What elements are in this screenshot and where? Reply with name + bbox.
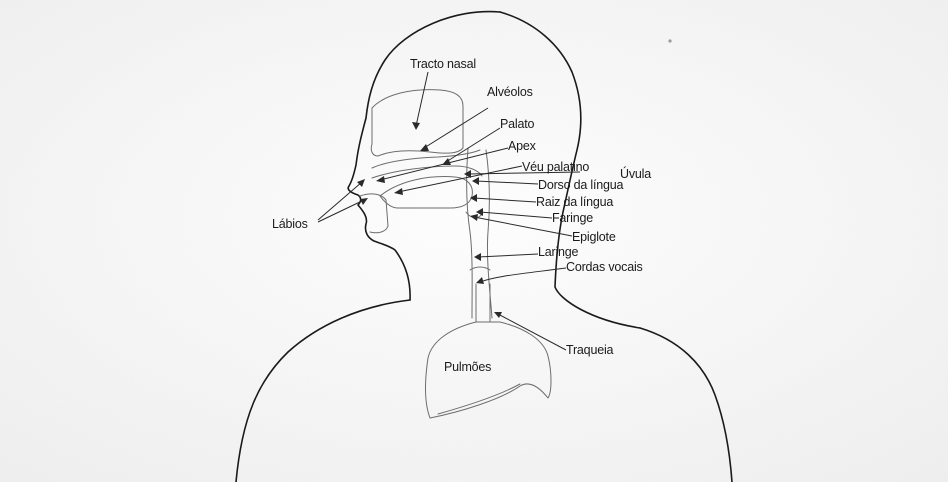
label-uvula: Úvula <box>620 167 651 181</box>
label-laringe: Laringe <box>538 245 578 259</box>
label-dorso-lingua: Dorso da língua <box>538 178 623 192</box>
label-apex: Apex <box>508 139 536 153</box>
label-labios: Lábios <box>272 217 308 231</box>
label-traqueia: Traqueia <box>566 343 613 357</box>
label-tracto-nasal: Tracto nasal <box>410 57 476 71</box>
label-palato: Palato <box>500 117 534 131</box>
label-epiglote: Epiglote <box>572 230 616 244</box>
label-raiz-lingua: Raiz da língua <box>536 195 613 209</box>
speck <box>668 39 671 42</box>
label-faringe: Faringe <box>552 211 593 225</box>
label-veu-palatino: Véu palatino <box>522 160 589 174</box>
label-alveolos: Alvéolos <box>487 85 533 99</box>
label-pulmoes: Pulmões <box>444 360 491 374</box>
label-cordas-vocais: Cordas vocais <box>566 260 643 274</box>
